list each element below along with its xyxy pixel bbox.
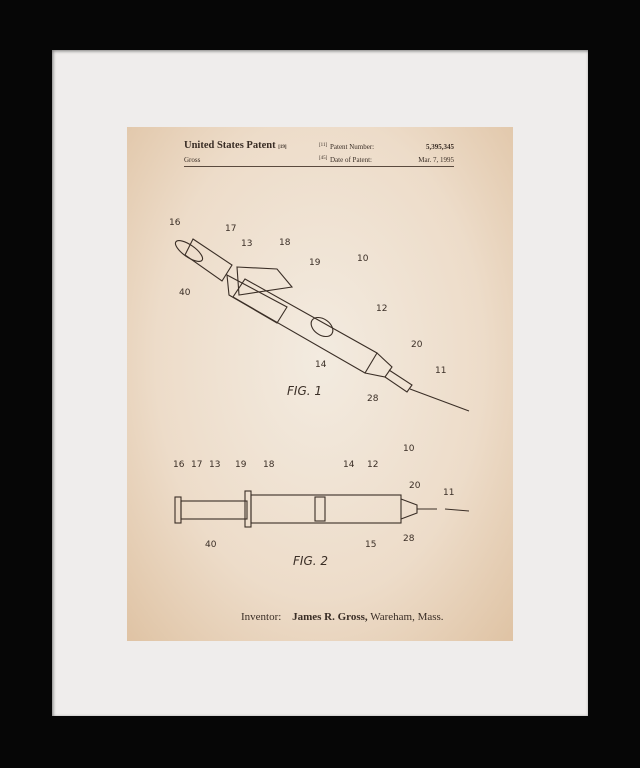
syringe-drawings: 16 17 13 18 19 10 40 12 14 20 11 28 FIG.…	[169, 218, 470, 568]
date-code: [45]	[319, 156, 328, 161]
ref-number: 18	[263, 460, 275, 470]
ref-number: 13	[241, 239, 252, 249]
fig2-reference-numbers: 16 17 13 19 18 14 12 10 20 11 40 15 28 F…	[173, 444, 454, 568]
ref-number: 28	[403, 534, 415, 544]
fig1-syringe	[174, 238, 470, 412]
patent-number: 5,395,345	[426, 143, 454, 151]
ref-number: 12	[367, 460, 378, 470]
inventor-line: Inventor: James R. Gross, Wareham, Mass.	[241, 611, 444, 623]
header-rule	[184, 166, 454, 167]
ref-number: 10	[357, 254, 369, 264]
ref-number: 10	[403, 444, 415, 454]
ref-number: 17	[191, 460, 202, 470]
fig1-reference-numbers: 16 17 13 18 19 10 40 12 14 20 11 28 FIG.…	[169, 218, 446, 404]
ref-number: 19	[235, 460, 247, 470]
ref-number: 15	[365, 540, 376, 550]
date-label: Date of Patent:	[330, 156, 372, 164]
ref-number: 11	[435, 366, 446, 376]
ref-number: 18	[279, 238, 291, 248]
ref-number: 20	[409, 481, 421, 491]
ref-number: 28	[367, 394, 379, 404]
ref-number: 19	[309, 258, 321, 268]
ref-number: 40	[179, 288, 191, 298]
ref-number: 13	[209, 460, 220, 470]
patent-print: United States Patent [19] [11] Patent Nu…	[127, 127, 513, 641]
ref-number: 12	[376, 304, 387, 314]
ref-number: 16	[169, 218, 181, 228]
fig1-caption: FIG. 1	[287, 384, 322, 398]
ref-number: 11	[443, 488, 454, 498]
patent-title: United States Patent	[184, 140, 276, 151]
fig2-caption: FIG. 2	[293, 554, 328, 568]
ref-number: 40	[205, 540, 217, 550]
inventor-short: Gross	[184, 156, 201, 164]
patent-date: Mar. 7, 1995	[418, 156, 454, 164]
ref-number: 16	[173, 460, 185, 470]
fig2-syringe	[174, 490, 470, 528]
ref-number: 20	[411, 340, 423, 350]
inventor-name: James R. Gross,	[292, 611, 368, 623]
ref-number: 14	[315, 360, 327, 370]
inventor-location: Wareham, Mass.	[370, 611, 444, 623]
inventor-label: Inventor:	[241, 611, 282, 623]
patent-number-code: [11]	[319, 143, 328, 148]
ref-number: 14	[343, 460, 355, 470]
title-code: [19]	[278, 145, 287, 150]
patent-number-label: Patent Number:	[330, 143, 375, 151]
ref-number: 17	[225, 224, 236, 234]
